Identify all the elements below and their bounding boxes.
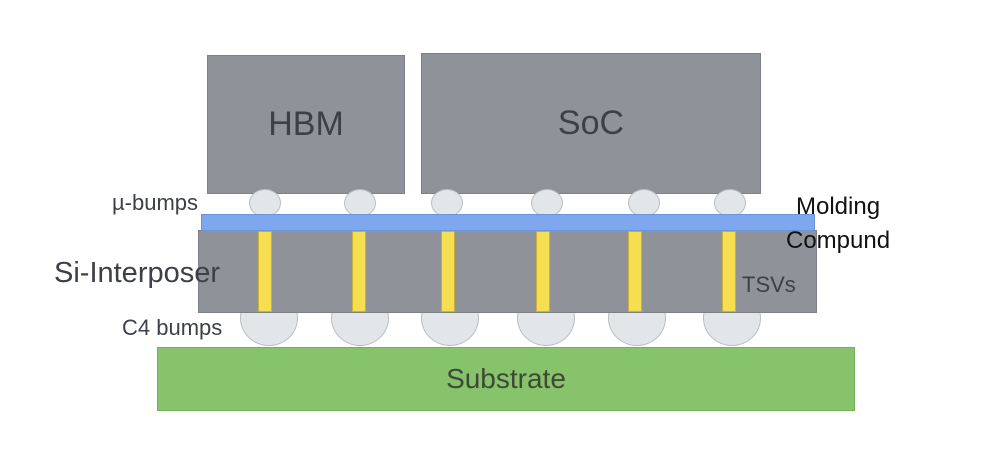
micro-bump xyxy=(431,189,463,217)
substrate-label: Substrate xyxy=(446,363,566,394)
si-interposer xyxy=(198,230,817,313)
tsv xyxy=(441,231,455,312)
substrate: Substrate xyxy=(157,347,855,411)
soc-die: SoC xyxy=(421,53,761,194)
molding-compound-layer xyxy=(201,214,815,231)
tsv xyxy=(628,231,642,312)
hbm-die-label: HBM xyxy=(268,105,344,143)
molding-compound-label: Molding Compund xyxy=(786,190,890,258)
micro-bump xyxy=(714,189,746,217)
hbm-die: HBM xyxy=(207,55,405,194)
tsv xyxy=(352,231,366,312)
micro-bump xyxy=(531,189,563,217)
molding-label-line1: Molding xyxy=(796,193,881,220)
tsv xyxy=(722,231,736,312)
interposer-label: Si-Interposer xyxy=(54,257,221,289)
tsv xyxy=(536,231,550,312)
micro-bump xyxy=(249,189,281,217)
micro-bumps-label: µ-bumps xyxy=(112,190,199,215)
c4-bumps-label: C4 bumps xyxy=(122,315,223,340)
soc-die-label: SoC xyxy=(557,104,625,142)
micro-bump xyxy=(344,189,376,217)
tsv xyxy=(258,231,272,312)
micro-bump xyxy=(628,189,660,217)
molding-label-line2: Compund xyxy=(786,227,891,254)
tsvs-label: TSVs xyxy=(742,272,796,297)
